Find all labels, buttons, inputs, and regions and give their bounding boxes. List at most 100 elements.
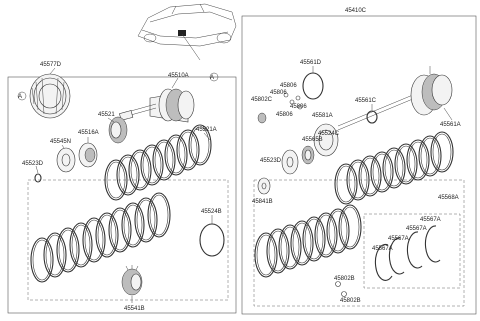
leftPlates-plate-inner [190,126,210,164]
rightPlates-plate-inner [420,137,440,175]
leftPlates-plate-inner [110,209,130,251]
shaft-45510A [119,88,195,123]
leftPlates-plate [147,192,171,238]
rightPlates-plate-inner [396,145,416,183]
rightPlates-plate-inner [268,230,288,272]
rightPlates-plate-inner [360,157,380,195]
bearing-45565B [301,145,315,165]
label-45410C: 45410C [345,8,367,14]
leftPlates-plate-inner [149,194,169,236]
leftPlates-plate [140,144,164,186]
label-45567A-d: 45567A [372,246,393,252]
leftPlates-plate [134,197,158,243]
rightPlates-plate [302,216,326,262]
rightPlates-plate [430,131,454,173]
ring-45561C [366,110,378,124]
rightPlates-plate-inner [280,226,300,268]
leftPlates-plate [128,149,152,191]
leftPlates-plate-inner [136,199,156,241]
small-seals-45806 [283,92,303,110]
rightPlates-plate-inner [384,149,404,187]
leftPlates-plate [43,232,67,278]
leftPlates-plate [108,207,132,253]
o-ring-45802B-b [341,291,347,297]
rightPlates-plate-inner [256,234,276,276]
hub-45516A [78,142,98,168]
label-45806-d: 45806 [276,112,293,118]
rightPlates-plate-inner [340,206,360,248]
leftPlates-plate [152,139,176,181]
left-plate-pack-frame [27,179,229,301]
hub-45523D-right [281,149,299,175]
rightPlates-plate-inner [316,214,336,256]
leftPlates-plate-inner [32,239,52,281]
gear-45541B [121,265,143,296]
rightPlates-plate [370,151,394,193]
piston-rings-45567A [374,225,441,281]
rightPlates-plate [406,139,430,181]
label-45524C: 45524C [318,131,340,137]
leftPlates-plate-inner [130,151,150,189]
label-45802C: 45802C [251,97,273,103]
leftPlates-plate-inner [71,224,91,266]
rightPlates-plate [326,208,350,254]
bushing-45802C [257,112,267,124]
leftPlates-plate [176,129,200,171]
rightPlates-plate [278,224,302,270]
label-45841B: 45841B [252,199,273,205]
reference-circle-right [209,72,219,82]
leftPlates-plate [164,134,188,176]
label-45523D-left: 45523D [22,161,44,167]
leftPlates-plate [30,237,54,283]
label-45541B: 45541B [124,306,145,312]
snap-ring-45524B [199,223,225,257]
label-45561C: 45561C [355,98,377,104]
rightPlates-plate-inner [432,133,452,171]
rightPlates-plate [358,155,382,197]
right-assembly-frame [241,15,477,315]
label-45567A-a: 45567A [420,217,441,223]
label-45561D: 45561D [300,60,322,66]
right-clutch-plates-45561A [254,131,454,278]
leftPlates-plate-inner [106,161,126,199]
label-45802B-b: 45802B [340,298,361,304]
leftPlates-plate-inner [45,234,65,276]
rightPlates-plate-inner [348,161,368,199]
rightPlates-plate-inner [292,222,312,264]
label-45567A-c: 45567A [388,236,409,242]
leftPlates-plate [188,124,212,166]
label-45806-a: 45806 [280,83,297,89]
leftPlates-plate [121,202,145,248]
leftPlates-plate [95,212,119,258]
left-clutch-plates-45521A [30,124,212,283]
ring-45561D [302,72,324,100]
rightPlates-plate [338,204,362,250]
leftPlates-plate-inner [178,131,198,169]
washer-45841B [257,177,271,195]
rightPlates-plate-inner [408,141,428,179]
highlight-marker [178,30,186,36]
rightPlates-plate-inner [336,165,356,203]
leftPlates-plate [82,217,106,263]
car-illustration [137,3,237,61]
left-assembly-frame [7,76,237,314]
label-45577D: 45577D [40,62,62,68]
rightPlates-plate [266,228,290,274]
piston-ring-frame [363,213,461,289]
leftPlates-plate-inner [58,229,78,271]
rightPlates-plate [254,232,278,278]
gear-45521 [108,116,128,144]
leftPlates-plate [69,222,93,268]
label-45802B-a: 45802B [334,276,355,282]
reference-circle-left [17,91,27,101]
reference-letter-left: A [18,94,22,100]
leftPlates-plate [56,227,80,273]
label-45524B: 45524B [201,209,222,215]
drum-45577D [29,73,71,119]
leftPlates-plate-inner [154,141,174,179]
label-45806-c: 45806 [290,104,307,110]
leftPlates-plate [116,154,140,196]
label-45561A: 45561A [440,122,461,128]
